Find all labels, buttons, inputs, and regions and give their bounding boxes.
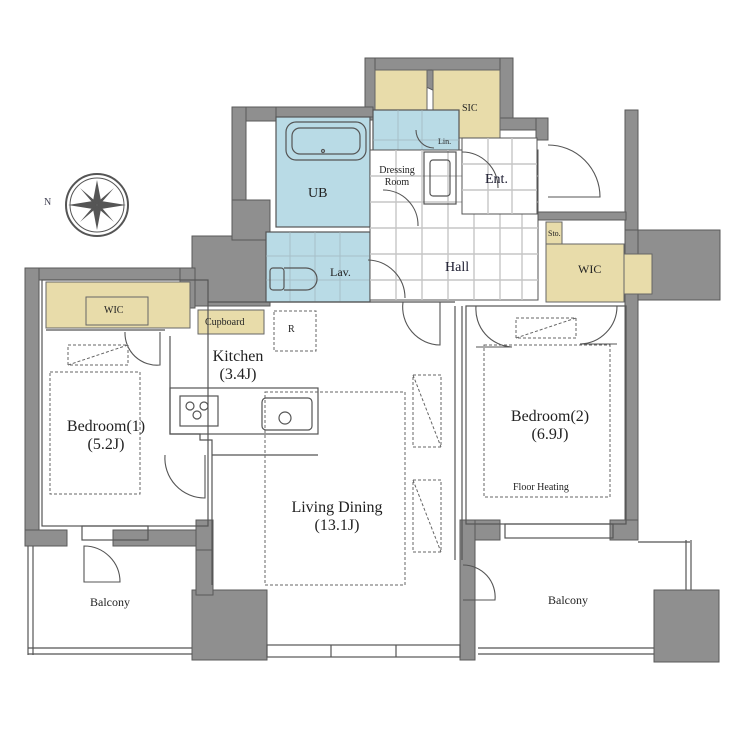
sink-icon: [261, 397, 313, 431]
washbasin-icon: [423, 151, 457, 205]
interior-lines: [27, 279, 692, 658]
walls: [24, 57, 721, 663]
door-swings: [83, 129, 618, 601]
bathtub-icon: [285, 121, 367, 161]
hall-floor: [369, 137, 539, 301]
fixtures: [179, 121, 457, 431]
furniture-outlines: [49, 310, 611, 586]
compass-rose-icon: [65, 173, 129, 237]
toilet-icon: [269, 267, 285, 291]
storage-areas: [45, 69, 653, 335]
stove-icon: [179, 395, 219, 427]
